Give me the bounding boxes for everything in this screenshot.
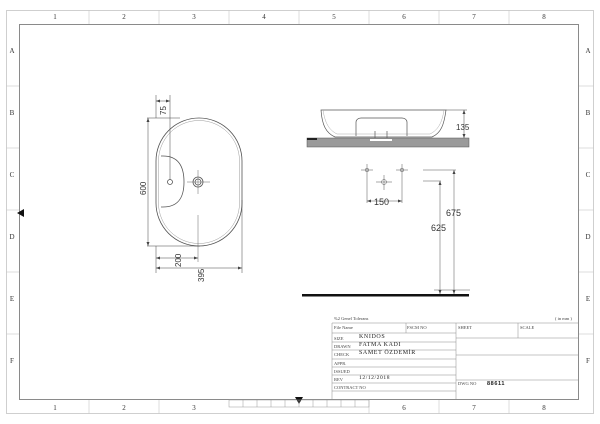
- row-label: D: [9, 233, 15, 241]
- fscm-no-label: FSCM NO: [407, 325, 427, 330]
- svg-text:675: 675: [446, 208, 461, 218]
- row-label: E: [585, 295, 591, 303]
- row-label: B: [9, 109, 15, 117]
- check-value: SAMET ÖZDEMİR: [359, 350, 416, 356]
- col-label: 1: [53, 404, 57, 412]
- col-label: 1: [53, 13, 57, 21]
- row-label: A: [585, 47, 591, 55]
- row-label: D: [585, 233, 591, 241]
- svg-text:150: 150: [374, 197, 389, 207]
- size-value: KNIDOS: [359, 334, 386, 340]
- col-label: 6: [402, 13, 406, 21]
- tolerance-note: %2 Genel Tolerans: [334, 316, 369, 321]
- row-label: E: [9, 295, 15, 303]
- floor-line: [302, 294, 469, 297]
- svg-text:600: 600: [139, 181, 148, 195]
- file-name-label: File Name: [334, 325, 353, 330]
- rev-value: 12/12/2018: [359, 375, 391, 381]
- dwg-no-value: 88611: [487, 381, 505, 387]
- check-label: CHECK: [334, 352, 350, 357]
- appr-label: APPR.: [334, 361, 347, 366]
- col-label: 6: [402, 404, 406, 412]
- dwg-no-label: DWG NO: [458, 381, 477, 386]
- drawn-value: FATMA KADI: [359, 342, 402, 348]
- row-label: F: [586, 357, 590, 365]
- svg-text:395: 395: [197, 268, 206, 282]
- col-label: 3: [192, 13, 196, 21]
- dim-75: 75: [159, 106, 168, 115]
- col-label: 5: [332, 13, 336, 21]
- size-label: SIZE: [334, 336, 344, 341]
- col-label: 2: [122, 404, 126, 412]
- row-label: A: [9, 47, 15, 55]
- svg-text:135: 135: [456, 123, 470, 132]
- col-label: 2: [122, 13, 126, 21]
- col-label: 8: [542, 13, 546, 21]
- col-label: 7: [472, 404, 476, 412]
- row-label: F: [10, 357, 14, 365]
- col-label: 8: [542, 404, 546, 412]
- sheet-label: SHEET: [458, 325, 472, 330]
- row-label: C: [585, 171, 591, 179]
- row-label: B: [585, 109, 591, 117]
- drawn-label: DRAWN: [334, 344, 351, 349]
- sheet-outer-border: [6, 10, 594, 414]
- col-label: 4: [262, 13, 266, 21]
- col-label: 3: [192, 404, 196, 412]
- col-label: 7: [472, 13, 476, 21]
- svg-text:200: 200: [174, 253, 183, 267]
- svg-text:625: 625: [431, 223, 446, 233]
- counter-top: [307, 138, 469, 147]
- rev-label: REV: [334, 377, 343, 382]
- row-label: C: [9, 171, 15, 179]
- scale-label: SCALE: [520, 325, 535, 330]
- contract-no-label: CONTRACT NO: [334, 385, 366, 390]
- issued-label: ISSUED: [334, 369, 350, 374]
- units-note: ( in mm ): [555, 316, 572, 321]
